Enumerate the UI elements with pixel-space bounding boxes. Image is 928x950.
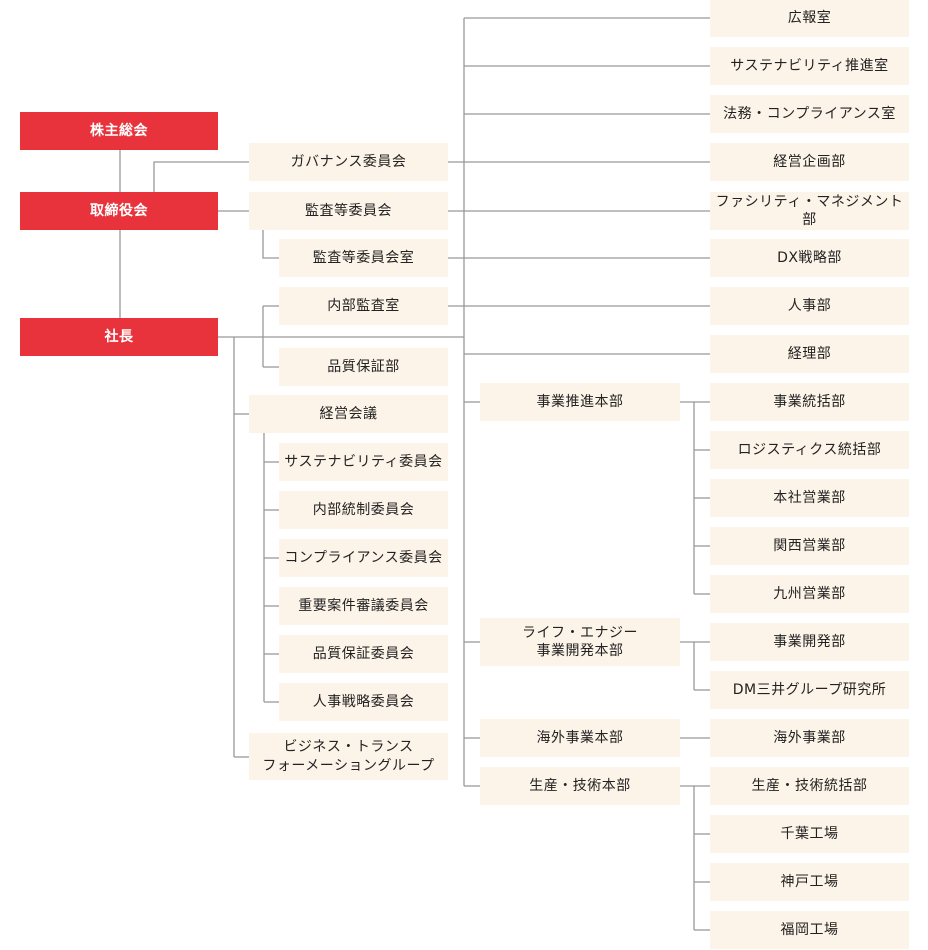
audit-committee-office-box: 監査等委員会室 (279, 239, 448, 277)
sustainability-committee-box: サステナビリティ委員会 (279, 443, 448, 481)
kansai-sales-box: 関西営業部 (710, 527, 909, 565)
production-control-dept-box: 生産・技術統括部 (710, 767, 909, 805)
shareholders-meeting-box: 株主総会 (20, 112, 218, 150)
president-box: 社長 (20, 318, 218, 356)
kyushu-sales-box: 九州営業部 (710, 575, 909, 613)
business-development-dept-box: 事業開発部 (710, 623, 909, 661)
business-promotion-division-box: 事業推進本部 (480, 383, 680, 421)
facility-management-box: ファシリティ・マネジメント部 (710, 192, 909, 230)
dx-strategy-box: DX戦略部 (710, 239, 909, 277)
logistics-control-dept-box: ロジスティクス統括部 (710, 431, 909, 469)
overseas-division-box: 海外事業本部 (480, 719, 680, 757)
sustainability-office-box: サステナビリティ推進室 (710, 47, 909, 85)
hr-dept-box: 人事部 (710, 287, 909, 325)
overseas-business-dept-box: 海外事業部 (710, 719, 909, 757)
management-meeting-box: 経営会議 (249, 395, 448, 433)
compliance-committee-box: コンプライアンス委員会 (279, 539, 448, 577)
head-office-sales-box: 本社営業部 (710, 479, 909, 517)
quality-assurance-box: 品質保証部 (279, 348, 448, 386)
business-control-dept-box: 事業統括部 (710, 383, 909, 421)
audit-committee-box: 監査等委員会 (249, 192, 448, 230)
kobe-factory-box: 神戸工場 (710, 863, 909, 901)
pr-office-box: 広報室 (710, 0, 909, 37)
corporate-planning-box: 経営企画部 (710, 143, 909, 181)
quality-committee-box: 品質保証委員会 (279, 635, 448, 673)
legal-compliance-office-box: 法務・コンプライアンス室 (710, 95, 909, 133)
business-transformation-group-box: ビジネス・トランス フォーメーショングループ (249, 733, 448, 780)
dm-mitsui-research-box: DM三井グループ研究所 (710, 671, 909, 709)
production-technology-division-box: 生産・技術本部 (480, 767, 680, 805)
chiba-factory-box: 千葉工場 (710, 815, 909, 853)
fukuoka-factory-box: 福岡工場 (710, 911, 909, 949)
internal-audit-box: 内部監査室 (279, 287, 448, 325)
internal-control-committee-box: 内部統制委員会 (279, 491, 448, 529)
board-of-directors-box: 取締役会 (20, 192, 218, 230)
key-matters-committee-box: 重要案件審議委員会 (279, 587, 448, 625)
life-energy-division-box: ライフ・エナジー 事業開発本部 (480, 618, 680, 666)
accounting-dept-box: 経理部 (710, 335, 909, 373)
governance-committee-box: ガバナンス委員会 (249, 143, 448, 181)
hr-strategy-committee-box: 人事戦略委員会 (279, 683, 448, 721)
